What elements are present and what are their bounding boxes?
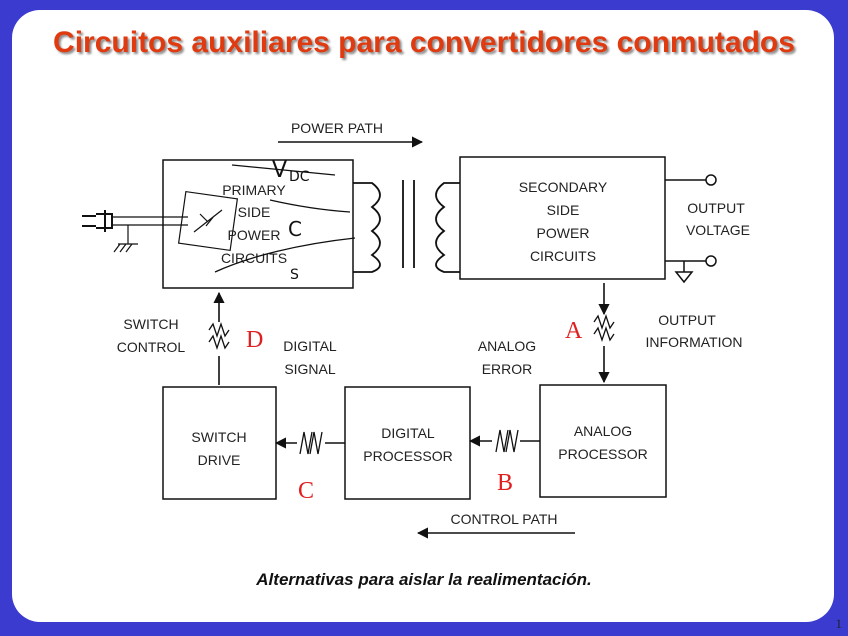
secondary-block-line4: CIRCUITS xyxy=(530,248,596,264)
switch-drive-line1: SWITCH xyxy=(191,429,246,445)
analog-processor-line2: PROCESSOR xyxy=(558,446,647,462)
power-path-arrow: POWER PATH xyxy=(278,120,424,148)
primary-block-line2: SIDE xyxy=(238,204,271,220)
isolation-label-c: C xyxy=(298,478,314,504)
figure-caption: Alternativas para aislar la realimentaci… xyxy=(256,570,592,589)
digital-signal-line1: DIGITAL xyxy=(283,338,337,354)
output-voltage-line1: OUTPUT xyxy=(687,200,745,216)
secondary-block-line1: SECONDARY xyxy=(519,179,608,195)
isolation-link-a xyxy=(593,283,615,384)
primary-block-line3: POWER xyxy=(228,227,281,243)
output-terminals xyxy=(665,174,717,284)
output-information-line1: OUTPUT xyxy=(658,312,716,328)
analog-processor-line1: ANALOG xyxy=(574,423,632,439)
ac-plug-icon xyxy=(82,210,188,253)
isolation-link-c xyxy=(274,431,345,455)
analog-processor-block: ANALOG PROCESSOR xyxy=(539,384,667,498)
analog-error-line2: ERROR xyxy=(482,361,533,377)
switch-drive-line2: DRIVE xyxy=(198,452,241,468)
control-path-arrow: CONTROL PATH xyxy=(416,511,575,539)
digital-processor-line1: DIGITAL xyxy=(381,425,435,441)
output-information-line2: INFORMATION xyxy=(646,334,743,350)
digital-processor-block: DIGITAL PROCESSOR xyxy=(344,386,471,500)
control-path-label: CONTROL PATH xyxy=(450,511,557,527)
handwritten-annotations xyxy=(214,164,356,273)
digital-processor-line2: PROCESSOR xyxy=(363,448,452,464)
isolation-label-b: B xyxy=(497,470,513,496)
secondary-side-block: SECONDARY SIDE POWER CIRCUITS xyxy=(459,156,666,280)
transformer-icon xyxy=(353,180,460,273)
isolation-link-b xyxy=(468,429,540,453)
isolation-label-d: D xyxy=(246,327,263,353)
c-handwritten: C xyxy=(288,217,302,241)
isolation-link-d xyxy=(208,291,230,385)
switch-drive-block: SWITCH DRIVE xyxy=(162,386,277,500)
output-voltage-line2: VOLTAGE xyxy=(686,222,750,238)
analog-error-line1: ANALOG xyxy=(478,338,536,354)
slide-background xyxy=(12,10,834,622)
switch-control-line2: CONTROL xyxy=(117,339,186,355)
page-number: 1 xyxy=(835,616,843,631)
vdc-subscript: DC xyxy=(289,169,310,185)
digital-signal-line2: SIGNAL xyxy=(284,361,336,377)
vdc-handwritten: V xyxy=(272,158,287,183)
power-path-label: POWER PATH xyxy=(291,120,383,136)
secondary-block-line3: POWER xyxy=(537,225,590,241)
s-handwritten: S xyxy=(290,267,299,283)
switch-control-line1: SWITCH xyxy=(123,316,178,332)
isolation-label-a: A xyxy=(565,318,583,344)
slide-title: Circuitos auxiliares para convertidores … xyxy=(53,26,795,59)
primary-block-line1: PRIMARY xyxy=(222,182,286,198)
primary-side-block: PRIMARY SIDE POWER CIRCUITS V DC C S xyxy=(162,158,356,289)
secondary-block-line2: SIDE xyxy=(547,202,580,218)
